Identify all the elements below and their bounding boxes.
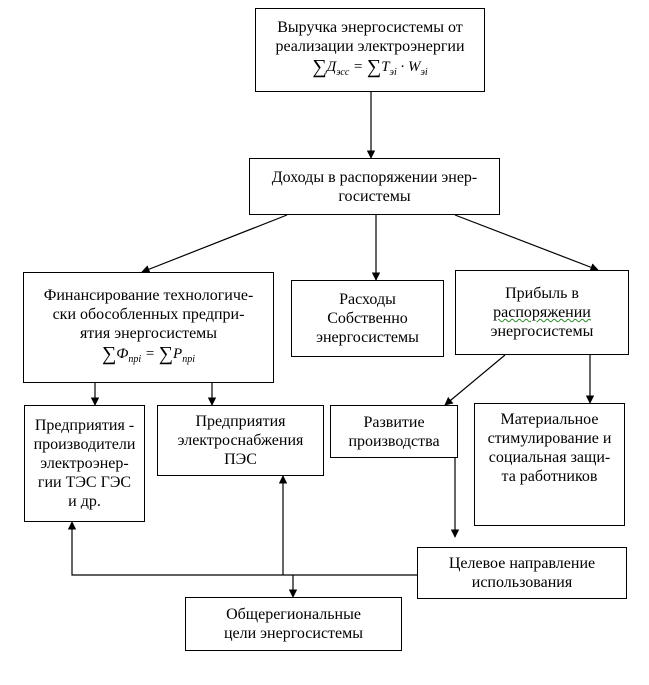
producers-line-4: гии ТЭС ГЭС [37,474,132,491]
target-box: Целевое направление использования [417,547,627,599]
supply-line-2: электроснабжения [177,432,304,449]
financing-line-2: ски обособленных предпри- [52,306,245,323]
producers-line-1: Предприятия - [34,417,135,434]
supply-line-3: ПЭС [224,451,257,468]
expenses-line-2: Собственно [327,310,408,327]
supply-line-1: Предприятия [195,413,286,430]
regional-line-2: цели энергосистемы [223,625,364,642]
incentives-line-2: стимулирование и [487,430,612,447]
financing-line-3: ятия энергосистемы [79,325,218,342]
profit-line-2: распоряжении [493,304,591,321]
incentives-line-4: та работников [501,468,598,485]
income-box: Доходы в распоряжении энер- госистемы [249,158,500,215]
incentives-box: Материальное стимулирование и социальная… [474,403,625,526]
revenue-line-2: реализации электроэнергии [275,38,465,55]
incentives-line-1: Материальное [500,411,599,428]
arrow-target-to-producers [67,521,417,576]
financing-formula: ∑Фпpi = ∑Pпpi [102,343,195,365]
income-line-2: госистемы [338,187,411,205]
development-line-2: производства [348,432,440,450]
expenses-line-3: энергосистемы [316,329,419,346]
financing-line-1: Финансирование технологиче- [43,287,254,304]
regional-box: Общерегиональные цели энергосистемы [185,597,402,651]
producers-box: Предприятия - производители электроэнер-… [24,405,145,522]
producers-line-2: производители [33,436,136,453]
revenue-box: Выручка энергосистемы от реализации элек… [255,8,485,92]
target-line-2: использования [471,574,573,591]
producers-line-3: электроэнер- [40,455,129,472]
profit-line-1: Прибыль в [505,285,579,302]
incentives-line-3: социальная защи- [488,449,611,466]
income-line-1: Доходы в распоряжении энер- [271,168,478,186]
development-box: Развитие производства [330,405,458,458]
arrow-income-to-financing [141,214,288,274]
revenue-formula: ∑Дэсс = ∑Тэi · Wэi [312,56,428,78]
profit-box: Прибыль в распоряжении энергосистемы [455,270,629,355]
financing-box: Финансирование технологиче- ски обособле… [23,272,274,383]
development-line-1: Развитие [363,413,425,431]
arrow-income-to-profit [454,214,599,272]
profit-line-3: энергосистемы [490,323,594,340]
expenses-box: Расходы Собственно энергосистемы [291,280,444,357]
producers-line-5: и др. [68,493,101,510]
revenue-line-1: Выручка энергосистемы от [277,19,463,36]
target-line-1: Целевое направление [448,555,596,572]
regional-line-1: Общерегиональные [226,606,361,623]
expenses-line-1: Расходы [339,291,396,308]
supply-box: Предприятия электроснабжения ПЭС [157,405,324,476]
arrow-profit-to-development [444,354,506,406]
